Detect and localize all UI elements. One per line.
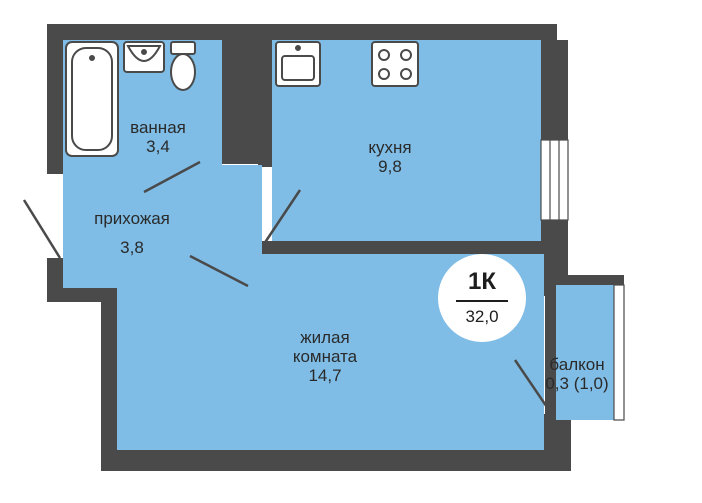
bathroom-label: ванная 3,4 — [118, 118, 198, 156]
living-area: 14,7 — [308, 366, 342, 386]
kitchen-sink-icon — [275, 41, 321, 87]
wall-balcony-top — [560, 275, 624, 285]
living-name-2: комната — [292, 347, 358, 367]
kitchen-area: 9,8 — [378, 157, 402, 177]
balcony-partition — [545, 296, 556, 414]
outer-wall-left-upper — [47, 24, 63, 174]
wall-kitchen-living — [262, 241, 544, 254]
kitchen-door — [262, 189, 302, 245]
balcony-area: 0,3 (1,0) — [545, 374, 609, 394]
floor-balcony — [556, 285, 614, 420]
apartment-badge: 1К 32,0 — [438, 254, 526, 342]
outer-wall-bottom — [101, 450, 571, 471]
entry-door — [22, 199, 62, 259]
wall-kitchen-stub — [258, 40, 276, 167]
bathroom-door — [143, 160, 201, 194]
windows — [540, 139, 625, 421]
apartment-type: 1К — [468, 268, 496, 295]
hallway-name: прихожая — [94, 209, 170, 228]
balcony-name: балкон — [549, 355, 605, 374]
total-area: 32,0 — [465, 307, 499, 326]
sink-icon — [123, 41, 165, 73]
stove-icon — [371, 41, 419, 87]
bathroom-area: 3,4 — [146, 137, 170, 157]
badge-divider — [456, 300, 508, 302]
outer-wall-living-left — [101, 292, 117, 471]
balcony-label: балкон 0,3 (1,0) — [532, 355, 622, 393]
kitchen-window — [540, 139, 569, 221]
balcony-window — [613, 284, 625, 421]
bathroom-name: ванная — [130, 118, 186, 137]
balcony-door — [513, 359, 555, 417]
bathtub-icon — [65, 41, 119, 157]
floor-living-ext — [117, 288, 197, 298]
living-label: жилая комната 14,7 — [270, 328, 380, 385]
kitchen-label: кухня 9,8 — [350, 138, 430, 176]
living-name-1: жилая — [300, 328, 350, 347]
outer-wall-top — [47, 24, 557, 40]
hallway-area: 3,8 — [120, 238, 144, 258]
doors — [22, 160, 555, 417]
hallway-label: прихожая 3,8 — [74, 209, 190, 257]
kitchen-name: кухня — [368, 138, 412, 157]
toilet-icon — [170, 41, 196, 91]
living-door — [189, 254, 249, 288]
